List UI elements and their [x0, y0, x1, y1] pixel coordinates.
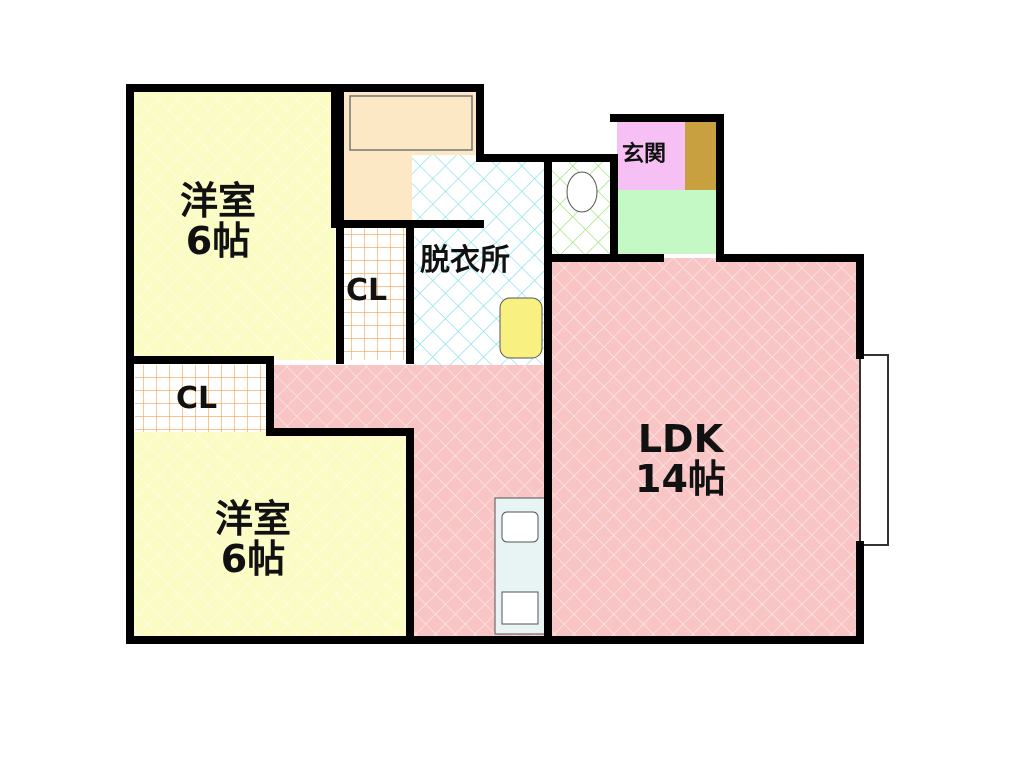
closet-1-label: CL: [346, 273, 388, 308]
room-size: 6帖: [220, 536, 286, 581]
entry-hall-floor: [617, 190, 717, 254]
western-room-1-label: 洋室 6帖: [180, 179, 257, 263]
closet-2-floor: [135, 365, 270, 432]
closet-1-floor: [340, 228, 410, 360]
room-size: 14帖: [635, 456, 726, 501]
entrance-floor: [617, 120, 685, 190]
entrance-label: 玄関: [622, 142, 667, 167]
stove-icon: [501, 591, 539, 625]
western-room-2-label: 洋室 6帖: [215, 497, 292, 581]
room-name: 洋室: [215, 497, 292, 541]
room-name: LDK: [637, 417, 724, 461]
toilet-icon: [566, 171, 598, 213]
washbasin: [499, 297, 543, 359]
room-name: 洋室: [180, 179, 257, 223]
bathtub: [349, 95, 473, 151]
dressing-room-label: 脱衣所: [420, 243, 510, 278]
closet-2-label: CL: [176, 381, 218, 416]
balcony-window: [859, 354, 889, 546]
western-room-2-floor: [130, 432, 410, 640]
ldk-floor: [270, 258, 860, 640]
shoe-storage: [685, 120, 718, 190]
walls: [126, 84, 864, 644]
western-room-1-floor: [130, 88, 335, 360]
ldk-label: LDK 14帖: [635, 417, 726, 501]
sink-icon: [501, 511, 539, 543]
room-size: 6帖: [185, 218, 251, 263]
